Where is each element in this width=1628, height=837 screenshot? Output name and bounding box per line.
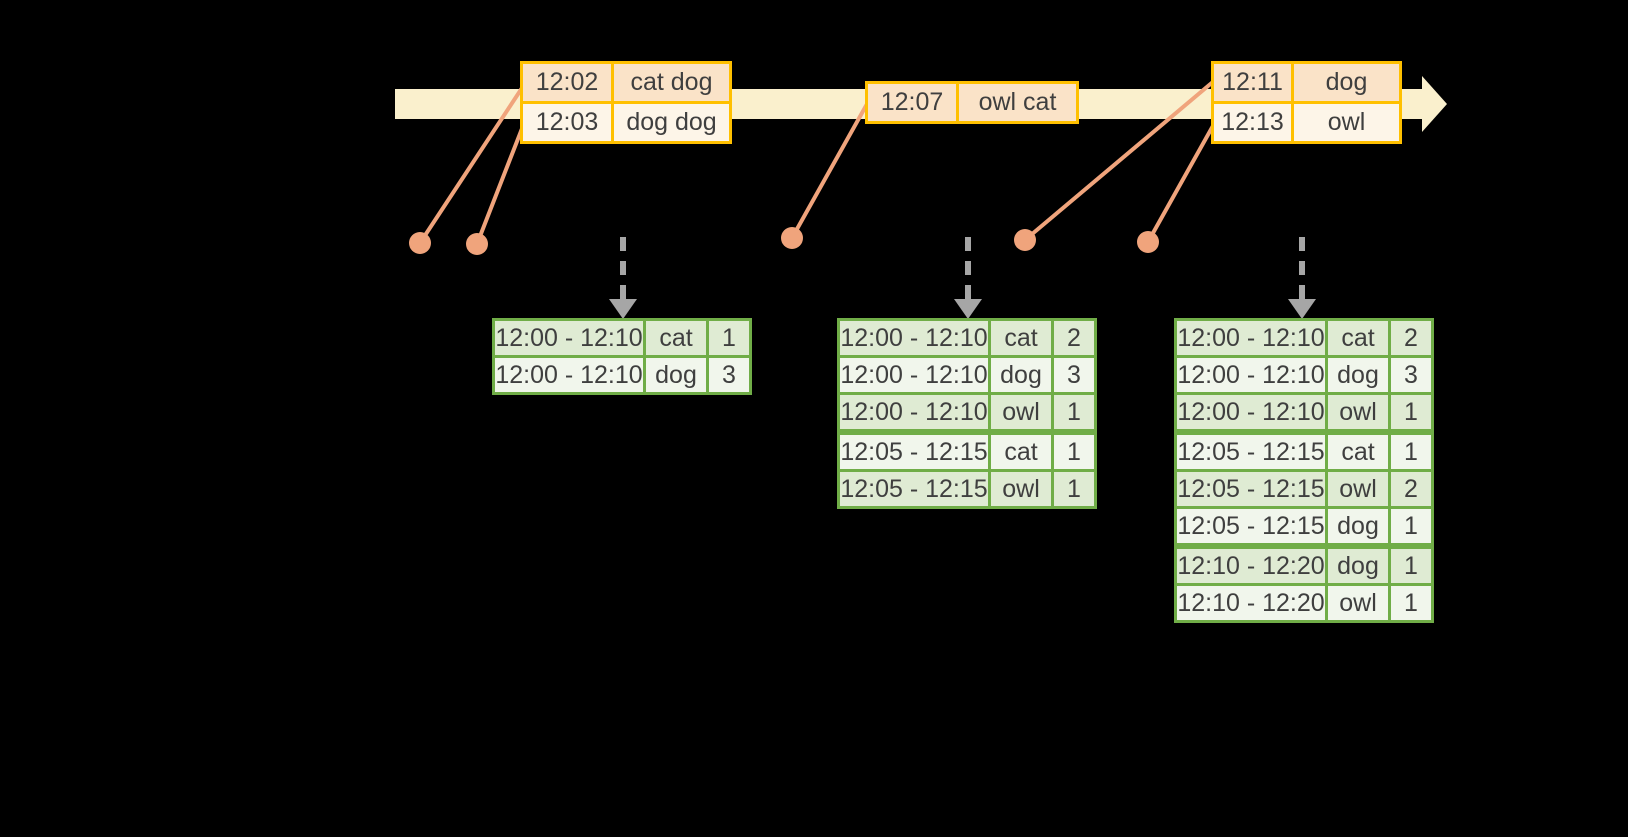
word-cell: cat [1325, 318, 1391, 358]
word-cell: dog [1325, 543, 1391, 586]
window-cell: 12:10 - 12:20 [1174, 583, 1328, 623]
window-cell: 12:00 - 12:10 [1174, 318, 1328, 358]
count-cell: 1 [1388, 506, 1434, 548]
event-connector-lines [418, 79, 1216, 246]
trigger-arrowheads [609, 299, 1316, 319]
event-dots [409, 227, 1159, 255]
word-cell: owl [1325, 583, 1391, 623]
count-cell: 3 [1388, 355, 1434, 395]
event-time-cell: 12:03 [520, 101, 614, 144]
arrow-down-icon [954, 299, 982, 319]
word-cell: owl [988, 469, 1054, 509]
window-cell: 12:05 - 12:15 [837, 469, 991, 509]
count-cell: 1 [1051, 392, 1097, 434]
arrow-down-icon [1288, 299, 1316, 319]
event-line-3 [790, 102, 869, 240]
event-dot-icon [466, 233, 488, 255]
word-cell: owl [1325, 469, 1391, 509]
count-cell: 3 [1051, 355, 1097, 395]
event-dot-icon [781, 227, 803, 249]
window-cell: 12:00 - 12:10 [492, 355, 646, 395]
count-cell: 1 [1388, 543, 1434, 586]
word-cell: cat [988, 429, 1054, 472]
word-cell: dog [988, 355, 1054, 395]
event-line-4 [1023, 79, 1216, 242]
event-time-cell: 12:11 [1211, 61, 1294, 104]
word-cell: owl [1325, 392, 1391, 434]
trigger-arrows [620, 237, 1305, 300]
window-cell: 12:00 - 12:10 [1174, 392, 1328, 434]
event-words-cell: owl cat [956, 81, 1079, 124]
arrow-down-icon [609, 299, 637, 319]
window-cell: 12:00 - 12:10 [837, 318, 991, 358]
count-cell: 1 [1388, 392, 1434, 434]
event-time-cell: 12:02 [520, 61, 614, 104]
window-cell: 12:05 - 12:15 [837, 429, 991, 472]
word-cell: dog [1325, 355, 1391, 395]
event-words-cell: dog dog [611, 101, 732, 144]
window-cell: 12:00 - 12:10 [492, 318, 646, 358]
word-cell: dog [1325, 506, 1391, 548]
count-cell: 1 [1051, 429, 1097, 472]
event-line-5 [1146, 122, 1216, 244]
count-cell: 2 [1051, 318, 1097, 358]
word-cell: cat [643, 318, 709, 358]
word-cell: cat [1325, 429, 1391, 472]
timeline-arrowhead-icon [1422, 76, 1447, 132]
count-cell: 3 [706, 355, 752, 395]
window-cell: 12:00 - 12:10 [837, 355, 991, 395]
event-time-cell: 12:07 [865, 81, 959, 124]
word-cell: owl [988, 392, 1054, 434]
word-cell: cat [988, 318, 1054, 358]
event-dot-icon [1137, 231, 1159, 253]
event-words-cell: cat dog [611, 61, 732, 104]
event-line-2 [475, 124, 525, 246]
event-line-1 [418, 86, 524, 245]
event-dot-icon [1014, 229, 1036, 251]
window-cell: 12:05 - 12:15 [1174, 469, 1328, 509]
event-time-cell: 12:13 [1211, 101, 1294, 144]
window-cell: 12:05 - 12:15 [1174, 506, 1328, 548]
count-cell: 1 [706, 318, 752, 358]
window-cell: 12:00 - 12:10 [837, 392, 991, 434]
window-cell: 12:05 - 12:15 [1174, 429, 1328, 472]
count-cell: 2 [1388, 318, 1434, 358]
event-dot-icon [409, 232, 431, 254]
window-cell: 12:10 - 12:20 [1174, 543, 1328, 586]
count-cell: 1 [1388, 583, 1434, 623]
count-cell: 1 [1051, 469, 1097, 509]
event-words-cell: dog [1291, 61, 1402, 104]
word-cell: dog [643, 355, 709, 395]
count-cell: 1 [1388, 429, 1434, 472]
event-words-cell: owl [1291, 101, 1402, 144]
window-cell: 12:00 - 12:10 [1174, 355, 1328, 395]
count-cell: 2 [1388, 469, 1434, 509]
